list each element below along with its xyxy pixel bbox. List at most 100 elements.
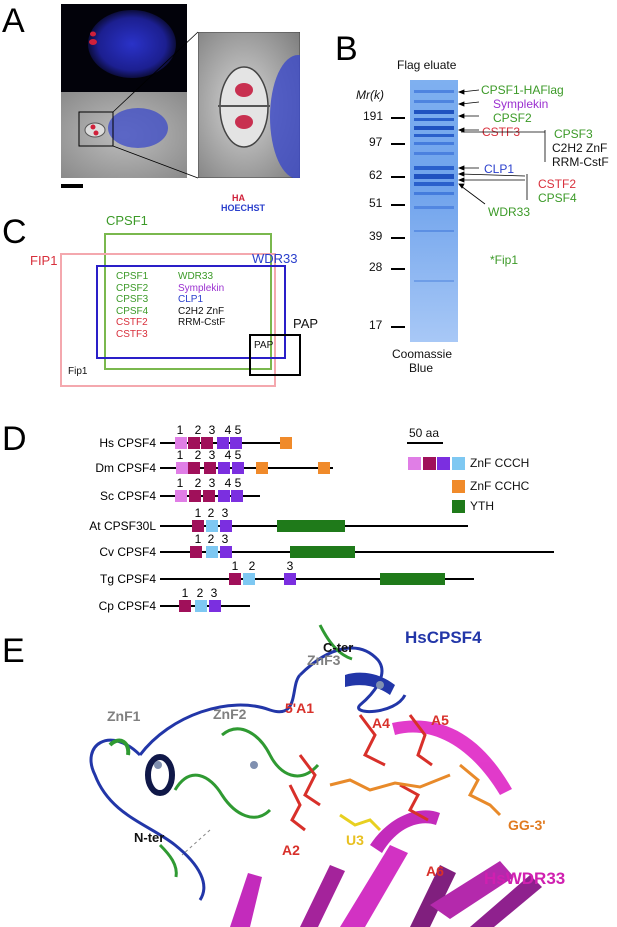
protein-name: Hs CPSF4 — [99, 436, 156, 450]
znf-domain — [190, 546, 202, 558]
znf-domain — [256, 462, 268, 474]
complex-member-clp1: CLP1 — [178, 294, 204, 305]
box-fip1-label: FIP1 — [30, 253, 58, 268]
domain-number: 2 — [195, 448, 202, 462]
legend-label: YTH — [470, 499, 494, 513]
e-a4: A4 — [372, 715, 390, 731]
e-a6: A6 — [426, 863, 444, 879]
e-a5: A5 — [431, 712, 449, 728]
domain-number: 3 — [209, 476, 216, 490]
legend-swatch — [452, 480, 465, 493]
znf-domain — [217, 437, 229, 449]
mw-tick — [391, 143, 405, 145]
domain-number: 4 — [225, 423, 232, 437]
domain-number: 3 — [222, 532, 229, 546]
scale-label: 50 aa — [409, 426, 440, 440]
protein-name: Sc CPSF4 — [100, 489, 156, 503]
e-gg3: GG-3' — [508, 817, 546, 833]
box-fip1 — [60, 253, 276, 387]
domain-number: 5 — [235, 448, 242, 462]
mw-marker-17: 17 — [369, 318, 383, 332]
inner-pap-label: PAP — [254, 340, 274, 351]
znf-domain — [203, 490, 215, 502]
znf-domain — [220, 546, 232, 558]
band-label-cpsf2: CPSF2 — [493, 111, 532, 125]
legend-swatch — [452, 500, 465, 513]
mw-marker-62: 62 — [369, 168, 383, 182]
e-znf1: ZnF1 — [107, 708, 141, 724]
band-label-symplekin: Symplekin — [493, 97, 549, 111]
legend-hoechst: HOECHST — [221, 203, 266, 213]
scale-bar — [407, 442, 443, 444]
domain-number: 3 — [209, 423, 216, 437]
domain-number: 3 — [209, 448, 216, 462]
znf-domain — [280, 437, 292, 449]
legend-swatch — [408, 457, 421, 470]
znf-domain — [176, 462, 188, 474]
mw-marker-97: 97 — [369, 135, 383, 149]
box-wdr33 — [96, 265, 286, 359]
legend-swatch — [422, 457, 436, 470]
yth-domain — [380, 573, 445, 585]
gel-caption-1: Coomassie — [392, 347, 453, 361]
znf-domain — [218, 462, 230, 474]
znf-domain — [209, 600, 221, 612]
domain-number: 2 — [208, 532, 215, 546]
protein-name: At CPSF30L — [89, 519, 156, 533]
znf-domain — [204, 462, 216, 474]
znf-domain — [318, 462, 330, 474]
band-arrows — [457, 89, 546, 205]
band-label-wdr33: WDR33 — [488, 205, 531, 219]
complex-member-cstf2: CSTF2 — [116, 317, 148, 328]
domain-number: 1 — [177, 423, 184, 437]
band-label-cpsf4: CPSF4 — [538, 191, 577, 205]
mw-marker-51: 51 — [369, 196, 383, 210]
znf-domain — [206, 520, 218, 532]
znf-domain — [229, 573, 241, 585]
znf-domain — [201, 437, 213, 449]
panel-d-label: D — [2, 420, 27, 458]
znf-domain — [218, 490, 230, 502]
legend-label: ZnF CCCH — [470, 456, 530, 470]
band-label-cpsf1-haflag: CPSF1-HAFlag — [481, 83, 564, 97]
domain-number: 4 — [225, 476, 232, 490]
band-label-cstf2: CSTF2 — [538, 177, 577, 191]
znf-domain — [243, 573, 255, 585]
complex-member-wdr33: WDR33 — [178, 271, 214, 282]
legend-ha: HA — [232, 193, 245, 203]
panel-a-micrographs — [0, 0, 200, 200]
complex-member-cpsf4: CPSF4 — [116, 305, 149, 317]
complex-member-rrm-cstf: RRM-CstF — [178, 317, 226, 328]
panel-e-label: E — [2, 632, 25, 670]
znf-domain — [206, 546, 218, 558]
domain-number: 3 — [287, 559, 294, 573]
box-pap-label: PAP — [293, 316, 319, 331]
complex-member-cpsf2: CPSF2 — [116, 282, 149, 294]
znf-domain — [175, 437, 187, 449]
gel-title: Flag eluate — [397, 58, 457, 72]
znf-domain — [230, 437, 242, 449]
mw-tick — [391, 237, 405, 239]
domain-number: 2 — [208, 506, 215, 520]
panel-a-label: A — [2, 2, 25, 40]
structure-ribbon — [89, 624, 542, 927]
mw-tick — [391, 117, 405, 119]
domain-number: 4 — [225, 448, 232, 462]
domain-number: 2 — [249, 559, 256, 573]
mw-marker-191: 191 — [363, 109, 384, 123]
e-n-ter: N-ter — [134, 830, 165, 845]
e-a2: A2 — [282, 842, 300, 858]
protein-name: Tg CPSF4 — [100, 572, 156, 586]
complex-member-cstf3: CSTF3 — [116, 328, 148, 340]
gel-caption-2: Blue — [409, 361, 434, 375]
complex-member-cpsf3: CPSF3 — [116, 294, 149, 305]
micrograph-figure — [61, 4, 199, 188]
band-label-cpsf3: CPSF3 — [554, 127, 593, 141]
yth-domain — [277, 520, 345, 532]
domain-number: 1 — [195, 506, 202, 520]
panel-b-label: B — [335, 30, 358, 68]
complex-member-symplekin: Symplekin — [178, 282, 225, 294]
znf-domain — [195, 600, 207, 612]
znf-domain — [231, 490, 243, 502]
box-cpsf1-label: CPSF1 — [106, 213, 148, 228]
